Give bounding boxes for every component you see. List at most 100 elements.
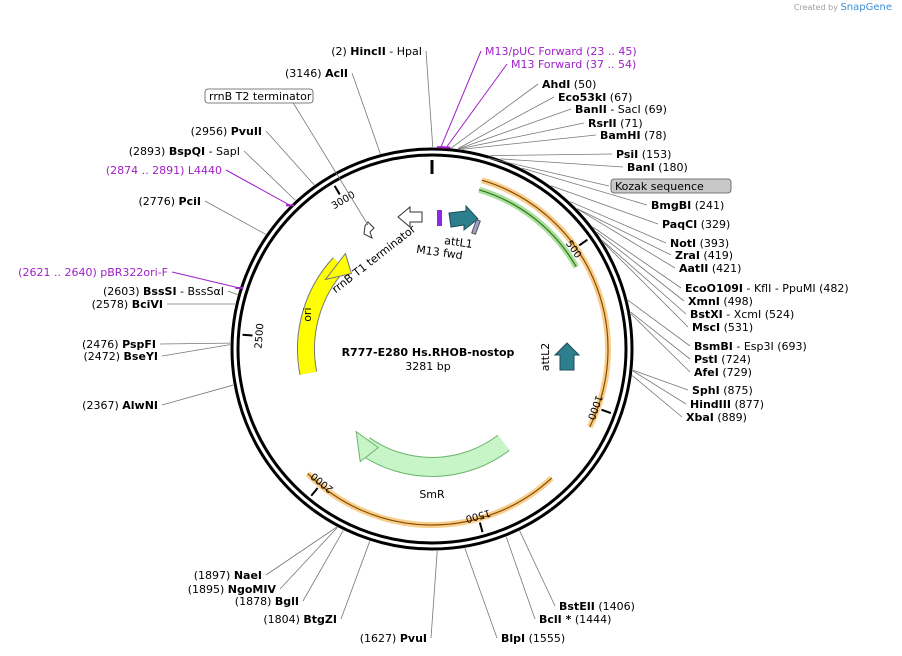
boxed-leader (487, 157, 610, 187)
primer-leader (445, 63, 508, 148)
m13-fwd-label: M13 fwd (415, 243, 463, 262)
ruler-label: 2000 (309, 470, 336, 495)
site-label: AfeI (729) (694, 366, 752, 379)
site-leader (351, 72, 381, 154)
rrnb-t2-arrow (363, 221, 375, 239)
ori-arrowhead (324, 252, 353, 281)
site-label: XbaI (889) (686, 411, 747, 424)
site-label: (1895) NgoMIV (188, 583, 277, 596)
site-leader (457, 96, 555, 150)
backbone-inner (236, 153, 628, 545)
site-label: EcoO109I - KflI - PpuMI (482) (685, 282, 849, 295)
site-leader (596, 231, 685, 302)
site-label: RsrII (71) (588, 117, 643, 130)
leader-lines (159, 50, 691, 639)
orf-line (307, 473, 553, 526)
site-leader (519, 530, 556, 607)
attl1-label: attL1 (443, 234, 473, 251)
site-leader (227, 290, 238, 296)
plasmid-name: R777-E280 Hs.RHOB-nostop (342, 346, 515, 359)
site-leader (161, 384, 234, 406)
site-label: XmnI (498) (688, 295, 753, 308)
site-label: (2) HincII - HpaI (331, 45, 422, 58)
site-leader (490, 153, 613, 157)
site-leader (161, 344, 231, 357)
site-leader (302, 530, 344, 602)
kozak-boxed-label: Kozak sequence (615, 180, 704, 193)
site-leader (462, 134, 597, 150)
site-leader (632, 369, 689, 391)
primer-leader (225, 169, 291, 206)
site-label: SphI (875) (692, 384, 753, 397)
site-leader (577, 208, 672, 256)
ruler-label: 1000 (585, 393, 604, 421)
rrnb-t1-arrow (397, 205, 423, 229)
site-leader (550, 185, 659, 225)
site-leader (521, 167, 648, 206)
site-leader (340, 541, 371, 620)
site-leader (458, 108, 572, 150)
site-label: BamHI (78) (600, 129, 667, 142)
site-label: PstI (724) (694, 353, 751, 366)
orf-layer (305, 177, 611, 528)
site-leader (602, 240, 687, 315)
ruler-label: 2500 (254, 323, 267, 349)
primer-leader (171, 271, 240, 289)
snapgene-logo: SnapGene (840, 2, 892, 13)
site-labels: (2) HincII - HpaI(3146) AclI(2956) PvuII… (18, 45, 849, 645)
site-leader (627, 299, 691, 347)
site-label: AatII (421) (679, 262, 741, 275)
attl1-arrow (448, 204, 479, 232)
site-leader (630, 311, 691, 360)
site-leader (265, 526, 337, 576)
site-label: BanI (180) (627, 161, 688, 174)
orf-line (478, 189, 577, 268)
smr-label: SmR (419, 488, 445, 501)
site-label: NotI (393) (670, 237, 729, 250)
site-label: ZraI (419) (675, 249, 733, 262)
site-label: BstEII (1406) (559, 600, 635, 613)
site-label: (1897) NaeI (194, 569, 262, 582)
rrnb-t2-boxed-label: rrnB T2 terminator (209, 90, 312, 103)
ruler-tick (578, 238, 588, 247)
site-leader (630, 313, 691, 373)
primer-label: (2621 .. 2640) pBR322ori-F (18, 266, 168, 279)
ruler-tick (478, 522, 484, 533)
site-leader (592, 226, 682, 289)
orf-halo (481, 177, 611, 429)
ruler-tick (310, 487, 319, 497)
ruler-label: 1500 (464, 507, 491, 524)
primer-leader (440, 50, 482, 148)
site-label: (1878) BglI (235, 595, 299, 608)
site-label: PaqCI (329) (662, 218, 730, 231)
attl1-box (471, 219, 481, 235)
site-leader (577, 208, 676, 269)
site-leader (159, 342, 231, 345)
site-label: (2578) BciVI (92, 298, 163, 311)
site-label: (1627) PvuI (360, 632, 427, 645)
site-label: MscI (531) (692, 321, 753, 334)
site-label: (2472) BseYI (83, 350, 158, 363)
site-label: BstXI - XcmI (524) (690, 308, 794, 321)
ruler-tick (242, 333, 253, 337)
boxed-leader (288, 95, 369, 226)
site-label: BlpI (1555) (501, 632, 565, 645)
credit-prefix: Created by (793, 3, 838, 12)
rrnb-t2-boxed-label-box (204, 88, 314, 104)
site-label: (2956) PvuII (191, 125, 262, 138)
site-leader (505, 536, 536, 620)
site-label: (2603) BssSI - BssSαI (103, 285, 224, 298)
site-label: BmgBI (241) (651, 199, 724, 212)
site-leader (265, 130, 315, 186)
ori-label: ori (301, 307, 314, 321)
site-leader (204, 200, 266, 235)
backbone-outer (230, 147, 634, 551)
primer-label: M13/pUC Forward (23 .. 45) (485, 45, 637, 58)
site-label: BanII - SacI (69) (575, 103, 667, 116)
site-label: Eco53kI (67) (558, 91, 632, 104)
site-label: (2893) BspQI - SapI (129, 145, 240, 158)
site-label: (2776) PciI (138, 195, 201, 208)
site-leader (631, 375, 683, 418)
site-label: PsiI (153) (616, 148, 671, 161)
